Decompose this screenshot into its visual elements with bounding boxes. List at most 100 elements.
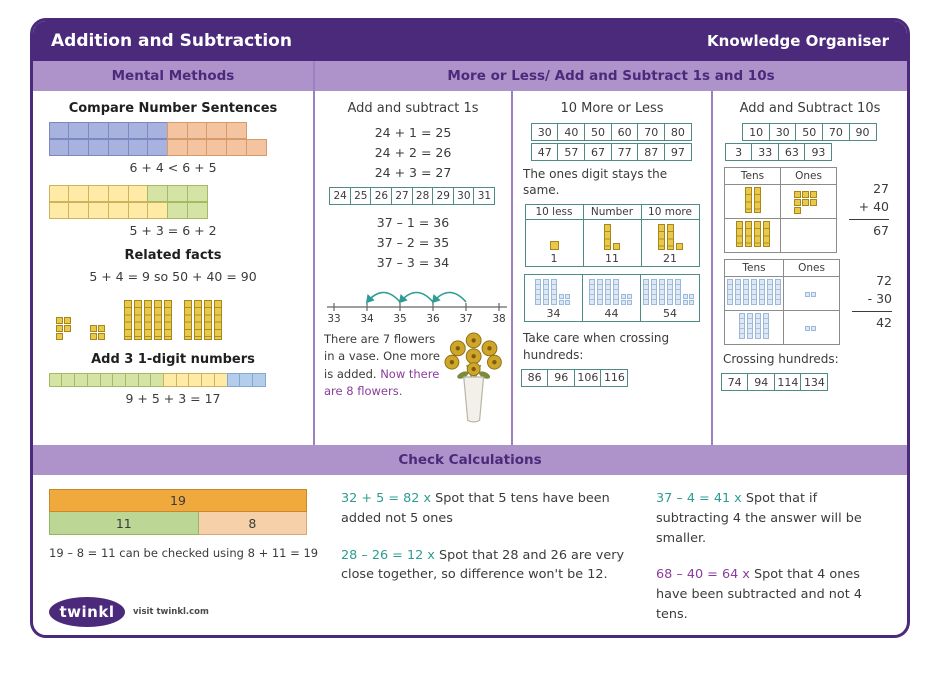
base-ten-rod: [164, 300, 172, 340]
base-ten-rod: [735, 279, 741, 305]
part-whole-bar-model: 19 11 8: [49, 489, 307, 535]
related-facts-heading: Related facts: [124, 248, 222, 263]
base-ten-rod: [184, 300, 192, 340]
sum-result: 67: [873, 222, 889, 238]
base-ten-rod: [675, 279, 681, 306]
base-ten-rod: [739, 313, 745, 339]
bar-model-square: [147, 122, 169, 139]
number-cell: 28: [411, 187, 434, 205]
base-ten-rod: [759, 279, 765, 305]
base-ten-rod: [753, 221, 761, 247]
bar-model-square: [147, 202, 169, 219]
story-text: There are 7 flowers in a vase. One more …: [324, 331, 441, 427]
base-ten-rod: [651, 279, 657, 306]
base-ten-rod: [124, 300, 132, 340]
sum-operation: + 40: [858, 199, 889, 215]
bar-model-square: [226, 139, 248, 156]
base-ten-cube: [809, 199, 817, 206]
ones-heading: Add and subtract 1s: [347, 101, 479, 116]
base-ten-blocks: [528, 221, 581, 251]
bar-model-square: [206, 139, 228, 156]
bar-model-whole: 19: [49, 489, 307, 512]
base-ten-rod: [743, 279, 749, 305]
number-cell: 86: [520, 368, 549, 387]
number-cell: 24: [329, 187, 352, 205]
base-ten-rod: [775, 279, 781, 305]
base-ten-cube: [810, 291, 816, 297]
tens-ones-table-2: Tens Ones: [724, 259, 840, 345]
base-ten-rod: [534, 279, 541, 306]
bar-model-square: [186, 202, 208, 219]
cell-value: 21: [663, 252, 677, 266]
compare-heading: Compare Number Sentences: [68, 101, 278, 116]
number-line-label: 36: [426, 313, 440, 325]
number-cell: 96: [547, 368, 576, 387]
base-ten-cube: [675, 243, 683, 251]
check-bar-model-block: 19 11 8 19 – 8 = 11 can be checked using…: [49, 487, 321, 627]
bar-model-square: [186, 185, 208, 202]
base-ten-cube: [810, 325, 816, 331]
base-ten-cube: [689, 294, 694, 300]
tens-header: Tens: [724, 167, 781, 185]
base-ten-rod: [762, 221, 770, 247]
base-ten-cube: [804, 325, 810, 331]
table-cell: [780, 218, 837, 253]
number-cell: 29: [432, 187, 455, 205]
base-ten-rod: [542, 279, 549, 306]
base-ten-cube: [689, 300, 694, 306]
flower-story: There are 7 flowers in a vase. One more …: [324, 331, 502, 427]
story-plain-text: There are 7 flowers in a vase. One more …: [324, 332, 440, 381]
bar-model-square: [127, 202, 149, 219]
number-line-label: 38: [492, 313, 505, 325]
bar-model-square: [127, 139, 149, 156]
base-ten-cube: [558, 300, 564, 306]
base-ten-rod: [144, 300, 152, 340]
bar-model-square: [166, 202, 188, 219]
check-items-left: 32 + 5 = 82 x Spot that 5 tens have been…: [341, 487, 636, 627]
base-ten-rod: [154, 300, 162, 340]
base-ten-rod: [735, 221, 743, 247]
header: Addition and Subtraction Knowledge Organ…: [33, 21, 907, 61]
number-cell: 134: [800, 373, 829, 392]
check-item: 32 + 5 = 82 x Spot that 5 tens have been…: [341, 489, 636, 529]
bar-model-square: [147, 185, 169, 202]
tens-ones-subtraction: Tens Ones 72 - 30 42: [724, 259, 898, 345]
page-title: Addition and Subtraction: [51, 31, 292, 51]
base-ten-cube: [804, 291, 810, 297]
base-ten-rod: [767, 279, 773, 305]
check-explanation: Spot that if subtracting 4 the answer wi…: [656, 491, 862, 546]
tens-header: Tens: [724, 259, 784, 277]
base-ten-blocks: [586, 221, 639, 251]
base-ten-rod: [134, 300, 142, 340]
base-ten-cube: [549, 241, 559, 251]
number-line-label: 35: [393, 313, 406, 325]
base-ten-blocks: [56, 294, 300, 340]
base-ten-cube: [90, 325, 97, 332]
cell-value: 54: [663, 307, 677, 321]
flowers-vase-icon: [444, 332, 502, 423]
base-ten-rod: [755, 313, 761, 339]
bar-model-square: [68, 122, 90, 139]
number-cell: 74: [720, 373, 749, 392]
bar-model-compare-row1: [48, 122, 304, 139]
base-ten-cube: [564, 294, 570, 300]
base-ten-blocks: [644, 221, 697, 251]
base-ten-rod: [744, 221, 752, 247]
main-content: Compare Number Sentences 6 + 4 < 6 + 5 5…: [33, 91, 907, 445]
wrong-equation: 32 + 5 = 82 x: [341, 491, 432, 506]
section-title-mental-methods: Mental Methods: [33, 61, 315, 91]
page-subtitle: Knowledge Organiser: [707, 32, 889, 50]
base-ten-rod: [753, 187, 761, 213]
table-cell: [783, 276, 840, 311]
number-cell: 3: [724, 143, 753, 161]
number-line-label: 34: [360, 313, 374, 325]
section-title-check-calculations: Check Calculations: [33, 445, 907, 475]
base-ten-cube: [620, 300, 626, 306]
number-cell: 50: [795, 123, 824, 141]
number-cell: 70: [637, 123, 666, 141]
ten-more-less-table-2: 34 44 54: [524, 274, 700, 323]
table-cell: 44: [582, 274, 641, 323]
